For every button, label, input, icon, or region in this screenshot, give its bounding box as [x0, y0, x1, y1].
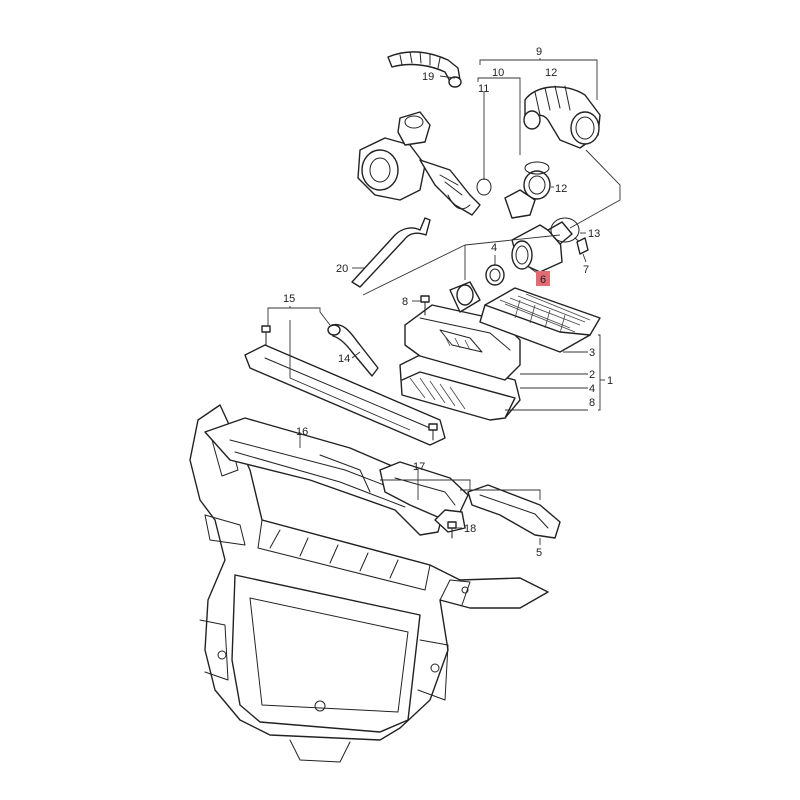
front-frame	[189, 404, 549, 763]
callout-16: 16	[296, 426, 308, 438]
callout-8-upper: 8	[402, 296, 408, 308]
bolt-15-right	[428, 423, 438, 441]
callout-6-highlight	[536, 271, 550, 286]
callout-11: 11	[478, 83, 489, 95]
callout-4-lower: 4	[589, 383, 595, 395]
ring-12-lower	[523, 161, 551, 200]
callout-8-lower: 8	[589, 397, 595, 409]
bolt-18	[447, 521, 457, 539]
cover-panel-15	[244, 344, 446, 446]
callout-4-upper: 4	[491, 242, 497, 254]
bolt-15-left	[261, 325, 271, 346]
callout-19: 19	[422, 71, 434, 83]
bent-tube-20	[351, 217, 431, 288]
callout-3: 3	[589, 347, 595, 359]
intake-bellows-12	[523, 85, 601, 149]
callout-2: 2	[589, 369, 595, 381]
side-intake-17	[379, 461, 469, 533]
breather-hose-19	[387, 51, 462, 88]
callout-6: 6	[540, 274, 546, 286]
callout-1: 1	[607, 375, 613, 387]
callout-17: 17	[413, 461, 425, 473]
screw-7	[576, 237, 589, 255]
callout-7: 7	[583, 264, 589, 276]
callout-12-lower: 12	[555, 183, 567, 195]
callout-14: 14	[338, 353, 350, 365]
callout-9: 9	[536, 46, 542, 58]
intake-snorkel-5	[467, 484, 561, 539]
callout-18: 18	[464, 523, 476, 535]
callout-5: 5	[536, 547, 542, 559]
callout-13: 13	[588, 228, 600, 240]
air-duct-16	[204, 417, 446, 536]
callout-20: 20	[336, 263, 348, 275]
hose-14	[327, 323, 379, 377]
bolt-8-upper	[420, 295, 430, 316]
turbocharger	[357, 111, 536, 219]
seal-ring-4	[485, 264, 505, 286]
callouts: 9 10 12 19 11 12 13 4 7 20 6 15 8 3 14 2…	[283, 46, 613, 559]
filter-element-3	[479, 287, 601, 353]
ring-11	[476, 178, 492, 196]
leader-lines	[267, 58, 621, 545]
callout-15: 15	[283, 293, 295, 305]
callout-10: 10	[492, 67, 504, 79]
maf-sensor-6	[511, 221, 573, 273]
callout-12-top: 12	[545, 67, 557, 79]
